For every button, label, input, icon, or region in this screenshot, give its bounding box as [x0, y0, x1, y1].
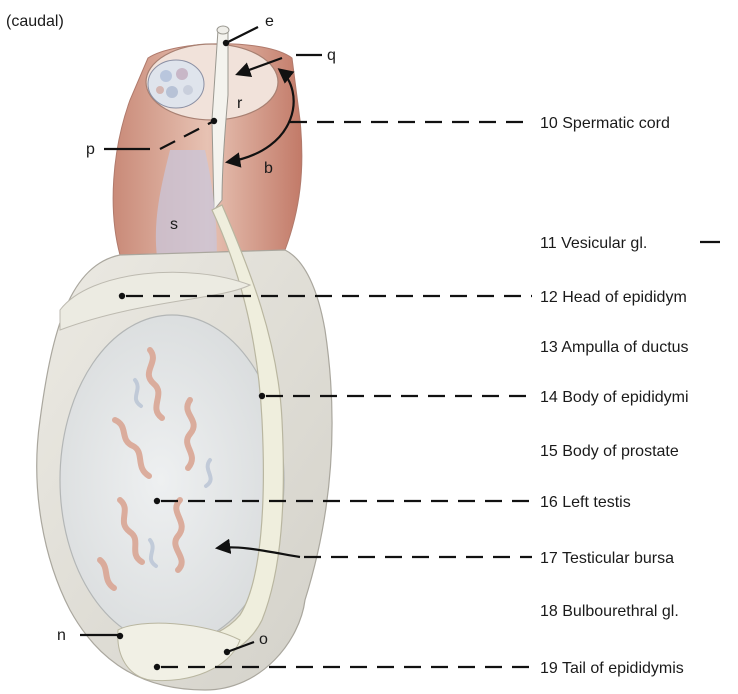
view-label: (caudal): [6, 13, 64, 30]
label-12: 12 Head of epididym: [540, 289, 687, 306]
letter-r: r: [237, 95, 243, 112]
pointer-dot-19: [154, 664, 160, 670]
label-16: 16 Left testis: [540, 494, 631, 511]
label-11: 11 Vesicular gl.: [540, 235, 647, 252]
label-14: 14 Body of epididymi: [540, 389, 689, 406]
pointer-dot-14: [259, 393, 265, 399]
pointer-dot-16: [154, 498, 160, 504]
label-10: 10 Spermatic cord: [540, 115, 670, 132]
letter-p: p: [86, 141, 95, 158]
pointer-dot-12: [119, 293, 125, 299]
letter-q: q: [327, 47, 336, 64]
label-17: 17 Testicular bursa: [540, 550, 674, 567]
letter-s: s: [170, 216, 178, 233]
vessel-bundle: [148, 60, 204, 108]
letter-b: b: [264, 160, 273, 177]
label-19: 19 Tail of epididymis: [540, 660, 684, 677]
letter-o: o: [259, 631, 268, 648]
label-13: 13 Ampulla of ductus: [540, 339, 689, 356]
letter-e: e: [265, 13, 274, 30]
leader-e: [226, 27, 258, 43]
label-15: 15 Body of prostate: [540, 443, 679, 460]
letter-n: n: [57, 627, 66, 644]
label-18: 18 Bulbourethral gl.: [540, 603, 679, 620]
